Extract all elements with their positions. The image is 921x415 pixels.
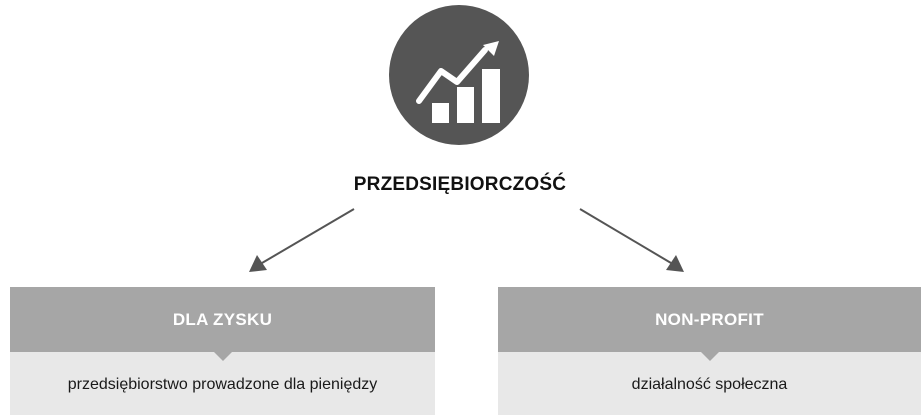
root-title: PRZEDSIĘBIORCZOŚĆ	[353, 174, 567, 195]
branch-non-profit-header: NON-PROFIT	[498, 287, 921, 361]
branch-for-profit-body: przedsiębiorstwo prowadzone dla pieniędz…	[10, 352, 435, 415]
bar-large	[482, 69, 500, 123]
branch-non-profit-body: działalność społeczna	[498, 352, 921, 415]
branch-for-profit-header: DLA ZYSKU	[10, 287, 435, 361]
arrow-right-head	[666, 255, 684, 272]
branch-non-profit-title: NON-PROFIT	[655, 309, 764, 329]
bar-small	[432, 103, 449, 123]
arrow-left-head	[249, 255, 267, 272]
header-notch	[212, 351, 233, 361]
arrow-right-line	[579, 208, 672, 264]
trend-line	[416, 47, 488, 104]
branch-for-profit: DLA ZYSKU przedsiębiorstwo prowadzone dl…	[10, 287, 435, 415]
branch-non-profit: NON-PROFIT działalność społeczna	[498, 287, 921, 415]
bar-medium	[457, 87, 474, 123]
growth-chart-icon-graphic	[416, 41, 500, 123]
branch-for-profit-description: przedsiębiorstwo prowadzone dla pieniędz…	[67, 376, 378, 393]
trend-arrowhead	[483, 41, 499, 56]
branch-for-profit-title: DLA ZYSKU	[172, 309, 273, 329]
header-notch	[699, 351, 720, 361]
branch-non-profit-description: działalność społeczna	[631, 376, 788, 393]
growth-chart-icon	[389, 5, 529, 145]
arrow-left-line	[261, 208, 355, 264]
